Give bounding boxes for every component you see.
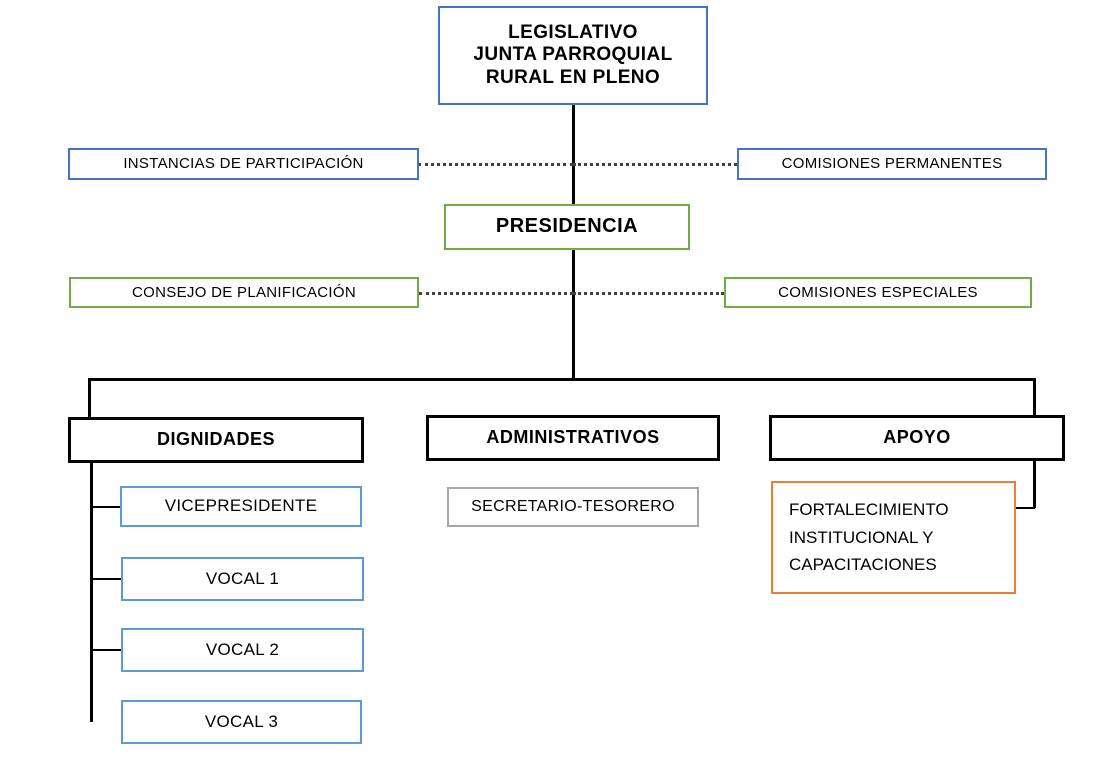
node-dignidades[interactable]: DIGNIDADES [68,417,364,463]
connector-dotted-comisiones-especiales [573,292,724,295]
node-fortalecimiento-institucional-capacitaciones[interactable]: FORTALECIMIENTO INSTITUCIONAL Y CAPACITA… [771,481,1016,594]
node-apoyo[interactable]: APOYO [769,415,1065,461]
connector-spine-dignidades [90,461,93,722]
connector-branch-vocal-1 [90,578,121,580]
connector-drop-dignidades [88,378,91,418]
node-presidencia[interactable]: PRESIDENCIA [444,204,690,250]
connector-dotted-comisiones-permanentes [573,163,737,166]
connector-dotted-participacion [418,163,573,166]
node-consejo-de-planificacion[interactable]: CONSEJO DE PLANIFICACIÓN [69,277,419,308]
connector-branch-vicepresidente [90,506,121,508]
node-comisiones-especiales[interactable]: COMISIONES ESPECIALES [724,277,1032,308]
connector-branch-vocal-2 [90,649,121,651]
node-comisiones-permanentes[interactable]: COMISIONES PERMANENTES [737,148,1047,180]
connector-elbow-fortalecimiento [1015,507,1035,509]
node-vocal-3[interactable]: VOCAL 3 [121,700,362,744]
node-vicepresidente[interactable]: VICEPRESIDENTE [120,486,362,527]
connector-dotted-planificacion [419,292,573,295]
node-administrativos[interactable]: ADMINISTRATIVOS [426,415,720,461]
connector-distribution-bar [88,378,1036,381]
node-vocal-2[interactable]: VOCAL 2 [121,628,364,672]
node-instancias-de-participacion[interactable]: INSTANCIAS DE PARTICIPACIÓN [68,148,419,180]
node-vocal-1[interactable]: VOCAL 1 [121,557,364,601]
node-secretario-tesorero[interactable]: SECRETARIO-TESORERO [447,487,699,527]
node-legislativo-junta-parroquial[interactable]: LEGISLATIVO JUNTA PARROQUIAL RURAL EN PL… [438,6,708,105]
